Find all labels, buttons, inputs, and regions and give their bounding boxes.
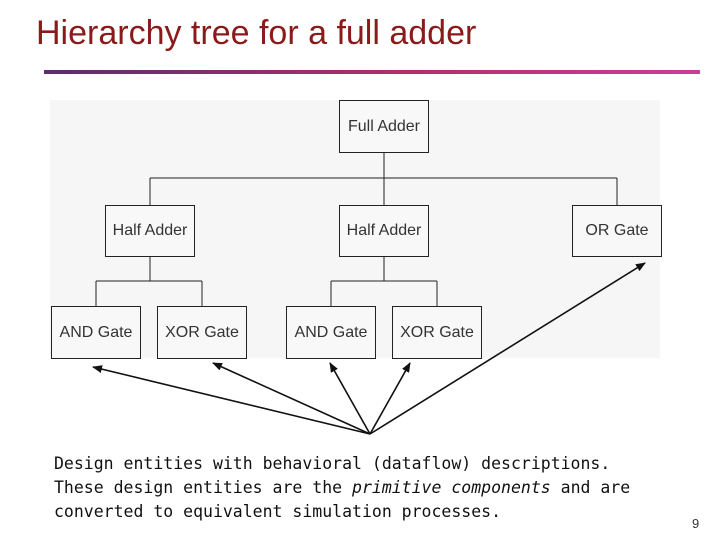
- caption-line-2-start: These design entities are the: [54, 478, 353, 497]
- arrow-to-and-gate-2: [329, 362, 371, 435]
- arrow-to-or-gate: [369, 262, 646, 435]
- node-half-adder-1: Half Adder: [105, 205, 195, 257]
- title-rule: [44, 70, 700, 74]
- node-xor-gate-1: XOR Gate: [157, 306, 247, 359]
- page-number: 9: [692, 516, 700, 531]
- caption-line-3: converted to equivalent simulation proce…: [54, 502, 502, 521]
- node-and-gate-1: AND Gate: [51, 306, 141, 359]
- arrow-to-xor-gate-2: [369, 362, 411, 435]
- node-and-gate-2: AND Gate: [286, 306, 376, 359]
- caption-line-2: These design entities are the primitive …: [54, 476, 674, 500]
- arrow-to-xor-gate-1: [212, 362, 371, 435]
- node-half-adder-2: Half Adder: [339, 205, 429, 257]
- slide-title: Hierarchy tree for a full adder: [36, 14, 477, 52]
- caption-emphasis: primitive components: [352, 478, 551, 497]
- caption-text: Design entities with behavioral (dataflo…: [54, 452, 674, 524]
- node-full-adder: Full Adder: [339, 100, 429, 153]
- node-or-gate: OR Gate: [572, 205, 662, 257]
- caption-line-2-end: and are: [550, 478, 631, 497]
- caption-line-1: Design entities with behavioral (dataflo…: [54, 454, 611, 473]
- arrow-to-and-gate-1: [92, 365, 371, 435]
- node-xor-gate-2: XOR Gate: [392, 306, 482, 359]
